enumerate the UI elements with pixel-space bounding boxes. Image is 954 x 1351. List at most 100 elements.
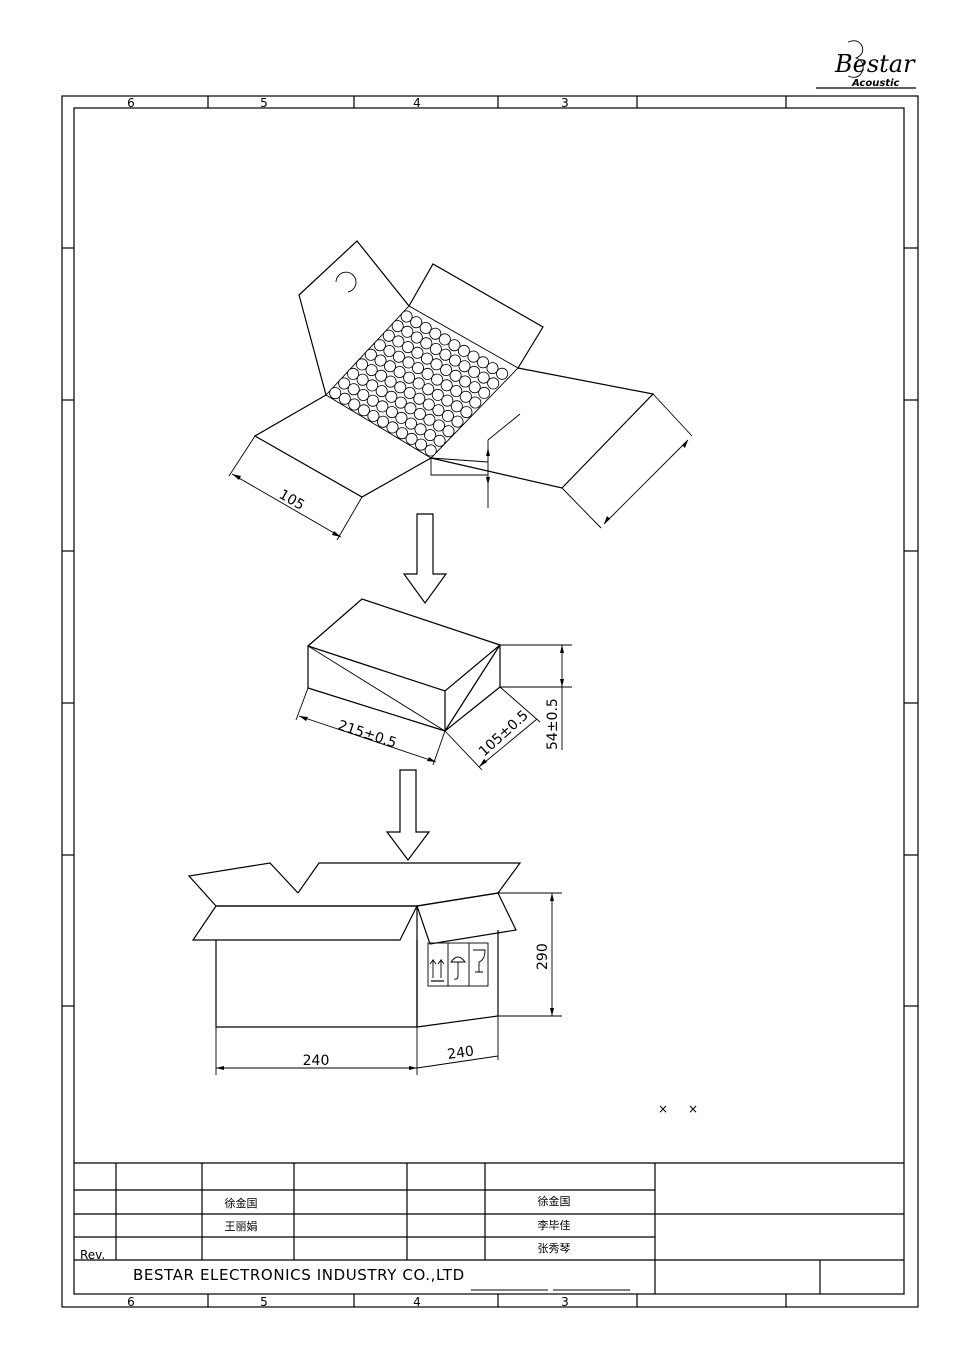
bottom-zone-ticks <box>207 1294 787 1307</box>
top-zone-5: 5 <box>260 96 268 110</box>
component-circle <box>411 362 424 375</box>
component-circle <box>392 335 405 348</box>
bottom-zone-5: 5 <box>260 1295 268 1309</box>
component-circle <box>357 404 370 417</box>
bottom-zone-6: 6 <box>127 1295 135 1309</box>
component-circle <box>439 348 452 361</box>
component-circle <box>404 402 417 415</box>
component-circle <box>338 392 351 405</box>
component-circle <box>419 321 432 334</box>
component-circle <box>458 360 471 373</box>
component-circle <box>424 429 437 442</box>
component-circle <box>374 354 387 367</box>
inner-box-illustration: 215±0.5 105±0.5 54±0.5 <box>295 598 572 771</box>
component-circle <box>459 390 472 403</box>
component-circle <box>433 434 446 447</box>
component-circle <box>429 327 442 340</box>
component-circle <box>450 384 463 397</box>
component-circle <box>468 381 481 394</box>
component-circle <box>478 386 491 399</box>
checker-3: 张秀琴 <box>538 1242 571 1255</box>
box-width-label: 105±0.5 <box>476 707 532 760</box>
component-circle <box>404 417 417 430</box>
component-circle <box>421 367 434 380</box>
top-zone-6: 6 <box>127 96 135 110</box>
umbrella-icon <box>450 956 466 980</box>
component-circle <box>392 350 405 363</box>
component-circle <box>413 392 426 405</box>
component-circle <box>432 419 445 432</box>
component-circle <box>348 398 361 411</box>
component-circle <box>486 362 499 375</box>
component-circle <box>422 398 435 411</box>
component-circle <box>385 390 398 403</box>
component-circle <box>366 394 379 407</box>
component-circle <box>375 385 388 398</box>
component-circle <box>442 425 455 438</box>
component-circle <box>338 377 351 390</box>
top-zone-ticks <box>207 96 787 108</box>
fragile-glass-icon <box>473 949 486 973</box>
component-circle <box>385 406 398 419</box>
component-circle <box>411 346 424 359</box>
component-circle <box>403 386 416 399</box>
component-circle <box>440 363 453 376</box>
component-circle <box>432 404 445 417</box>
inner-border <box>73 107 905 1295</box>
checker-2: 李毕佳 <box>538 1218 571 1232</box>
rev-label: Rev. <box>80 1248 105 1262</box>
component-circle <box>329 387 342 400</box>
component-circle <box>383 360 396 373</box>
component-circle <box>401 341 414 354</box>
designer-2: 王丽娟 <box>225 1219 258 1233</box>
component-circle <box>391 320 404 333</box>
note-mark-2: × <box>688 1102 698 1116</box>
component-circle <box>423 413 436 426</box>
component-circle <box>364 348 377 361</box>
side-zone-ticks <box>62 247 918 1007</box>
component-circle <box>451 415 464 428</box>
this-way-up-icon <box>429 958 445 978</box>
logo-brand: Bestar <box>834 50 916 78</box>
component-circle <box>400 310 413 323</box>
component-circle <box>424 444 437 457</box>
component-circle <box>430 358 443 371</box>
component-circle <box>457 344 470 357</box>
box-length-label: 215±0.5 <box>336 718 399 752</box>
component-circle <box>375 369 388 382</box>
component-circle <box>410 316 423 329</box>
component-circle <box>357 388 370 401</box>
component-circle <box>394 381 407 394</box>
component-circle <box>431 388 444 401</box>
component-circle <box>438 333 451 346</box>
component-circle <box>420 337 433 350</box>
component-circle <box>412 377 425 390</box>
component-circle <box>410 331 423 344</box>
component-circle <box>365 364 378 377</box>
company-name: BESTAR ELECTRONICS INDUSTRY CO.,LTD <box>133 1266 465 1284</box>
component-circle <box>376 415 389 428</box>
component-circle <box>393 365 406 378</box>
component-circle <box>422 383 435 396</box>
down-arrow-icon <box>402 513 448 605</box>
component-circle <box>440 379 453 392</box>
component-circle <box>402 356 415 369</box>
outer-frame <box>61 95 919 1308</box>
checker-1: 徐金国 <box>538 1194 571 1208</box>
designer-1: 徐金国 <box>225 1196 258 1210</box>
component-circle <box>429 342 442 355</box>
handling-symbols <box>427 942 489 987</box>
carton-depth-label: 240 <box>446 1043 475 1063</box>
tray-illustration: 105 <box>228 240 693 541</box>
component-circle <box>468 365 481 378</box>
component-circle <box>347 383 360 396</box>
component-circle <box>487 377 500 390</box>
component-circle <box>467 350 480 363</box>
component-circle <box>459 375 472 388</box>
component-circle <box>405 432 418 445</box>
component-circle <box>431 373 444 386</box>
down-arrow-2-icon <box>385 769 431 861</box>
component-circle <box>448 354 461 367</box>
component-circle <box>367 409 380 422</box>
